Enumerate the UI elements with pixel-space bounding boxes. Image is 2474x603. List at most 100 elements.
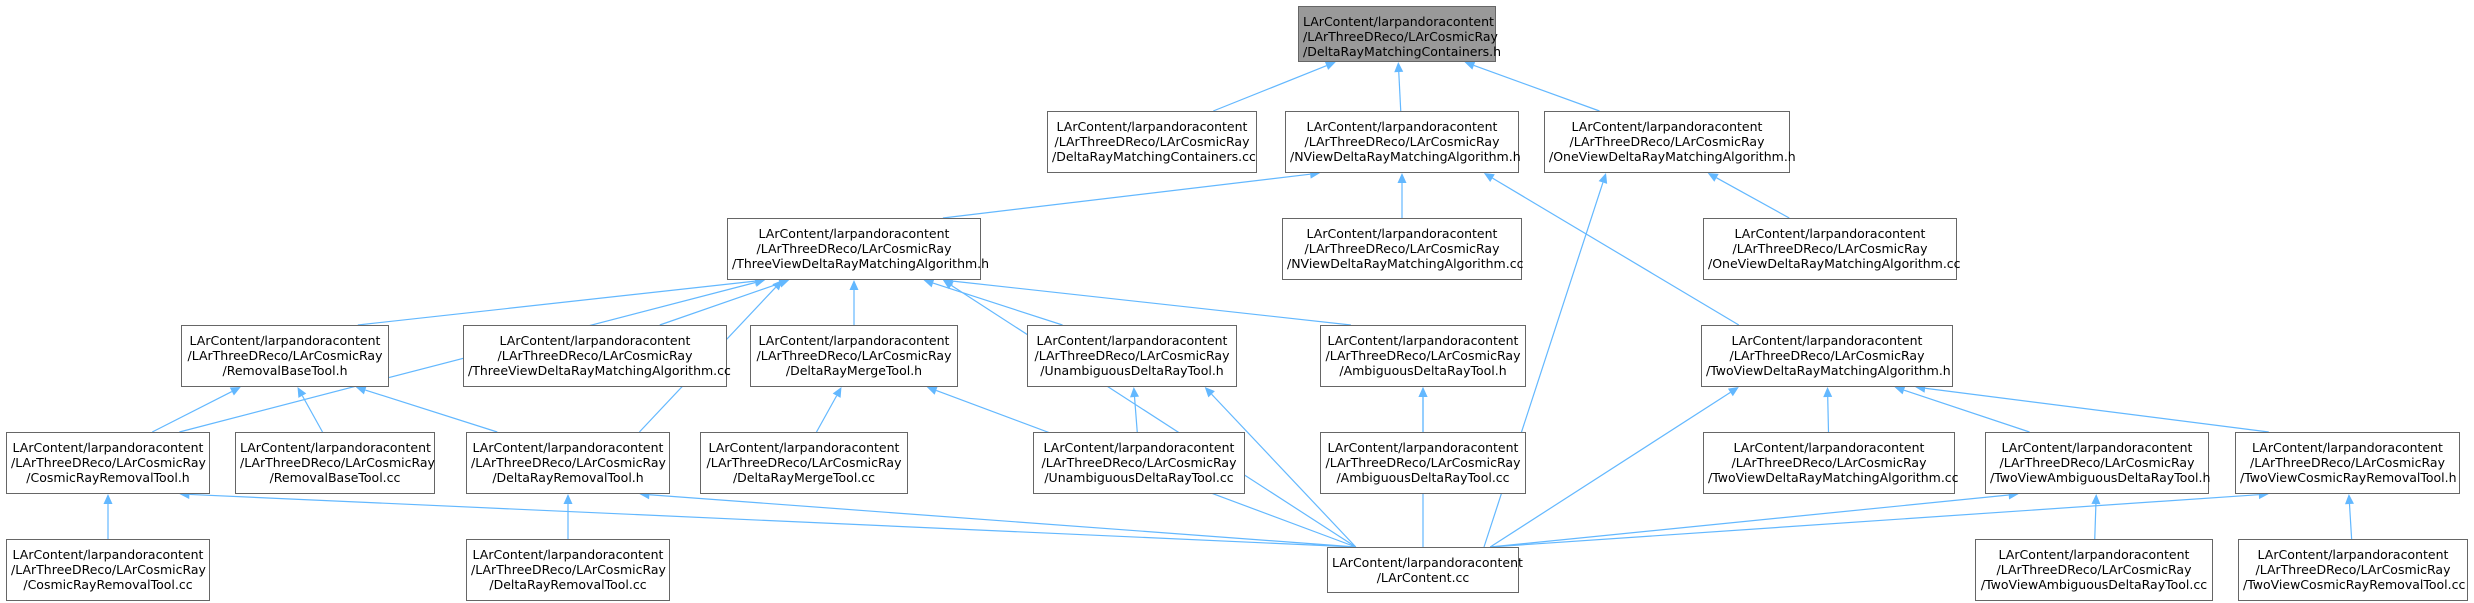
edge-merge_cc-to-merge_h: [815, 395, 838, 433]
edge-larcontent_cc-to-twoamb_h: [1490, 494, 2009, 548]
node-twoview-cosmic-ray-removal-tool-cc[interactable]: LArContent/larpandoracontent /LArThreeDR…: [2238, 539, 2468, 601]
node-threeview-delta-ray-matching-algorithm-cc[interactable]: LArContent/larpandoracontent /LArThreeDR…: [463, 325, 731, 387]
edge-arrowhead: [2091, 494, 2101, 505]
node-line-1: LArContent/larpandoracontent: [1998, 547, 2190, 562]
node-line-3: /ThreeViewDeltaRayMatchingAlgorithm.h: [732, 256, 990, 271]
node-delta-ray-removal-tool-cc[interactable]: LArContent/larpandoracontent /LArThreeDR…: [466, 539, 670, 601]
node-line-2: /LArThreeDReco/LArCosmicRay: [1304, 241, 1500, 256]
node-line-2: /LArThreeDReco/LArCosmicRay: [1729, 348, 1925, 363]
edge-arrowhead: [1464, 61, 1476, 70]
edge-nview_h-to-root: [1398, 71, 1402, 112]
edge-three_cc-to-three_h: [659, 282, 781, 326]
edge-larcontent_cc-to-unamb_h: [1211, 393, 1357, 548]
node-line-2: /LArThreeDReco/LArCosmicRay: [1325, 348, 1521, 363]
node-twoview-delta-ray-matching-algorithm-h[interactable]: LArContent/larpandoracontent /LArThreeDR…: [1701, 325, 1953, 387]
node-line-2: /LArThreeDReco/LArCosmicRay: [1999, 455, 2195, 470]
node-line-2: /LArThreeDReco/LArCosmicRay: [1304, 134, 1500, 149]
node-line-2: /LArThreeDReco/LArCosmicRay: [1732, 241, 1928, 256]
edge-rbase_h-to-three_h: [357, 280, 756, 326]
edge-arrowhead: [1324, 61, 1336, 70]
edge-oneview_h-to-root: [1473, 64, 1600, 112]
edge-unamb_h-to-three_h: [932, 282, 1063, 326]
node-threeview-delta-ray-matching-algorithm-h[interactable]: LArContent/larpandoracontent /LArThreeDR…: [727, 218, 990, 280]
node-line-2: /LArThreeDReco/LArCosmicRay: [1325, 455, 1521, 470]
edge-arrowhead: [1418, 387, 1428, 397]
node-line-2: /LArThreeDReco/LArCosmicRay: [756, 241, 952, 256]
edge-unamb_cc-to-unamb_h: [1133, 396, 1138, 433]
node-line-2: /LArContent.cc: [1376, 570, 1470, 585]
node-line-2: /LArThreeDReco/LArCosmicRay: [1731, 455, 1927, 470]
edge-arrowhead: [754, 278, 766, 287]
node-delta-ray-merge-tool-h[interactable]: LArContent/larpandoracontent /LArThreeDR…: [750, 325, 958, 387]
node-unambiguous-delta-ray-tool-h[interactable]: LArContent/larpandoracontent /LArThreeDR…: [1027, 325, 1237, 387]
node-line-2: /LArThreeDReco/LArCosmicRay: [11, 455, 206, 470]
node-removal-base-tool-h[interactable]: LArContent/larpandoracontent /LArThreeDR…: [181, 325, 389, 387]
node-oneview-delta-ray-matching-algorithm-cc[interactable]: LArContent/larpandoracontent /LArThreeDR…: [1703, 218, 1961, 280]
node-line-3: /TwoViewDeltaRayMatchingAlgorithm.cc: [1708, 470, 1959, 485]
node-nview-delta-ray-matching-algorithm-h[interactable]: LArContent/larpandoracontent /LArThreeDR…: [1285, 111, 1521, 173]
node-ambiguous-delta-ray-tool-h[interactable]: LArContent/larpandoracontent /LArThreeDR…: [1320, 325, 1526, 387]
node-delta-ray-matching-containers-cc[interactable]: LArContent/larpandoracontent /LArThreeDR…: [1047, 111, 1257, 173]
node-twoview-delta-ray-matching-algorithm-cc[interactable]: LArContent/larpandoracontent /LArThreeDR…: [1703, 432, 1959, 494]
node-delta-ray-removal-tool-h[interactable]: LArContent/larpandoracontent /LArThreeDR…: [466, 432, 670, 494]
edge-arrowhead: [942, 280, 954, 290]
node-line-1: LArContent/larpandoracontent: [1327, 333, 1519, 348]
edge-twocos_h-to-two_h: [1925, 387, 2269, 433]
node-line-3: /TwoViewAmbiguousDeltaRayTool.h: [1990, 470, 2211, 485]
edge-oneview_cc-to-oneview_h: [1716, 177, 1790, 219]
node-cosmic-ray-removal-tool-h[interactable]: LArContent/larpandoracontent /LArThreeDR…: [6, 432, 210, 494]
node-line-2: /LArThreeDReco/LArCosmicRay: [240, 455, 435, 470]
node-line-3: /DeltaRayMatchingContainers.h: [1303, 44, 1501, 59]
node-twoview-ambiguous-delta-ray-tool-cc[interactable]: LArContent/larpandoracontent /LArThreeDR…: [1975, 539, 2213, 601]
node-line-1: LArContent/larpandoracontent: [1731, 333, 1923, 348]
node-line-1: LArContent/larpandoracontent: [2001, 440, 2193, 455]
edge-arrowhead: [1894, 385, 1906, 395]
node-line-2: /LArThreeDReco/LArCosmicRay: [756, 348, 952, 363]
node-line-3: /NViewDeltaRayMatchingAlgorithm.cc: [1287, 256, 1524, 271]
node-line-1: LArContent/larpandoracontent: [1306, 119, 1498, 134]
node-line-1: LArContent/larpandoracontent: [472, 547, 664, 562]
node-line-1: LArContent/larpandoracontent: [12, 547, 204, 562]
node-removal-base-tool-cc[interactable]: LArContent/larpandoracontent /LArThreeDR…: [235, 432, 435, 494]
edge-arrowhead: [2344, 494, 2354, 505]
node-line-1: LArContent/larpandoracontent: [1327, 440, 1519, 455]
node-larcontent-cc[interactable]: LArContent/larpandoracontent /LArContent…: [1327, 547, 1523, 593]
node-line-2: /LArThreeDReco/LArCosmicRay: [1569, 134, 1765, 149]
edge-arrowhead: [1483, 173, 1495, 182]
node-line-2: /LArThreeDReco/LArCosmicRay: [2250, 455, 2445, 470]
node-line-3: /TwoViewAmbiguousDeltaRayTool.cc: [1980, 577, 2208, 592]
node-line-1: LArContent/larpandoracontent: [1303, 14, 1494, 29]
node-line-3: /UnambiguousDeltaRayTool.h: [1040, 363, 1224, 378]
node-line-2: /LArThreeDReco/LArCosmicRay: [471, 562, 666, 577]
node-line-2: /LArThreeDReco/LArCosmicRay: [2255, 562, 2451, 577]
node-line-1: LArContent/larpandoracontent: [499, 333, 691, 348]
node-delta-ray-merge-tool-cc[interactable]: LArContent/larpandoracontent /LArThreeDR…: [700, 432, 908, 494]
node-root-header[interactable]: LArContent/larpandoracontent /LArThreeDR…: [1298, 6, 1501, 62]
node-twoview-cosmic-ray-removal-tool-h[interactable]: LArContent/larpandoracontent /LArThreeDR…: [2235, 432, 2460, 494]
edge-rbase_cc-to-rbase_h: [301, 395, 324, 433]
node-line-1: LArContent/larpandoracontent: [1734, 226, 1926, 241]
edge-two_cc-to-two_h: [1827, 396, 1830, 433]
edge-two_h-to-nview_h: [1492, 177, 1740, 326]
node-line-1: LArContent/larpandoracontent: [1043, 440, 1235, 455]
node-line-3: /DeltaRayRemovalTool.cc: [489, 577, 647, 592]
node-line-2: /LArThreeDReco/LArCosmicRay: [497, 348, 693, 363]
edge-arrowhead: [849, 280, 859, 290]
node-twoview-ambiguous-delta-ray-tool-h[interactable]: LArContent/larpandoracontent /LArThreeDR…: [1985, 432, 2211, 494]
node-oneview-delta-ray-matching-algorithm-h[interactable]: LArContent/larpandoracontent /LArThreeDR…: [1544, 111, 1796, 173]
node-cosmic-ray-removal-tool-cc[interactable]: LArContent/larpandoracontent /LArThreeDR…: [6, 539, 210, 601]
node-unambiguous-delta-ray-tool-cc[interactable]: LArContent/larpandoracontent /LArThreeDR…: [1033, 432, 1245, 494]
node-line-2: /LArThreeDReco/LArCosmicRay: [1041, 455, 1237, 470]
node-line-3: /ThreeViewDeltaRayMatchingAlgorithm.cc: [468, 363, 731, 378]
edge-arrowhead: [772, 280, 783, 291]
node-nview-delta-ray-matching-algorithm-cc[interactable]: LArContent/larpandoracontent /LArThreeDR…: [1282, 218, 1524, 280]
node-line-2: /LArThreeDReco/LArCosmicRay: [1996, 562, 2192, 577]
edge-larcontent_cc-to-cosrem_h: [189, 493, 1356, 548]
node-line-1: LArContent/larpandoracontent: [2257, 547, 2449, 562]
edge-twoamb_cc-to-twoamb_h: [2094, 503, 2097, 540]
edge-larcontent_cc-to-drrem_h: [649, 494, 1356, 548]
node-line-1: LArContent/larpandoracontent: [472, 440, 664, 455]
node-ambiguous-delta-ray-tool-cc[interactable]: LArContent/larpandoracontent /LArThreeDR…: [1320, 432, 1526, 494]
